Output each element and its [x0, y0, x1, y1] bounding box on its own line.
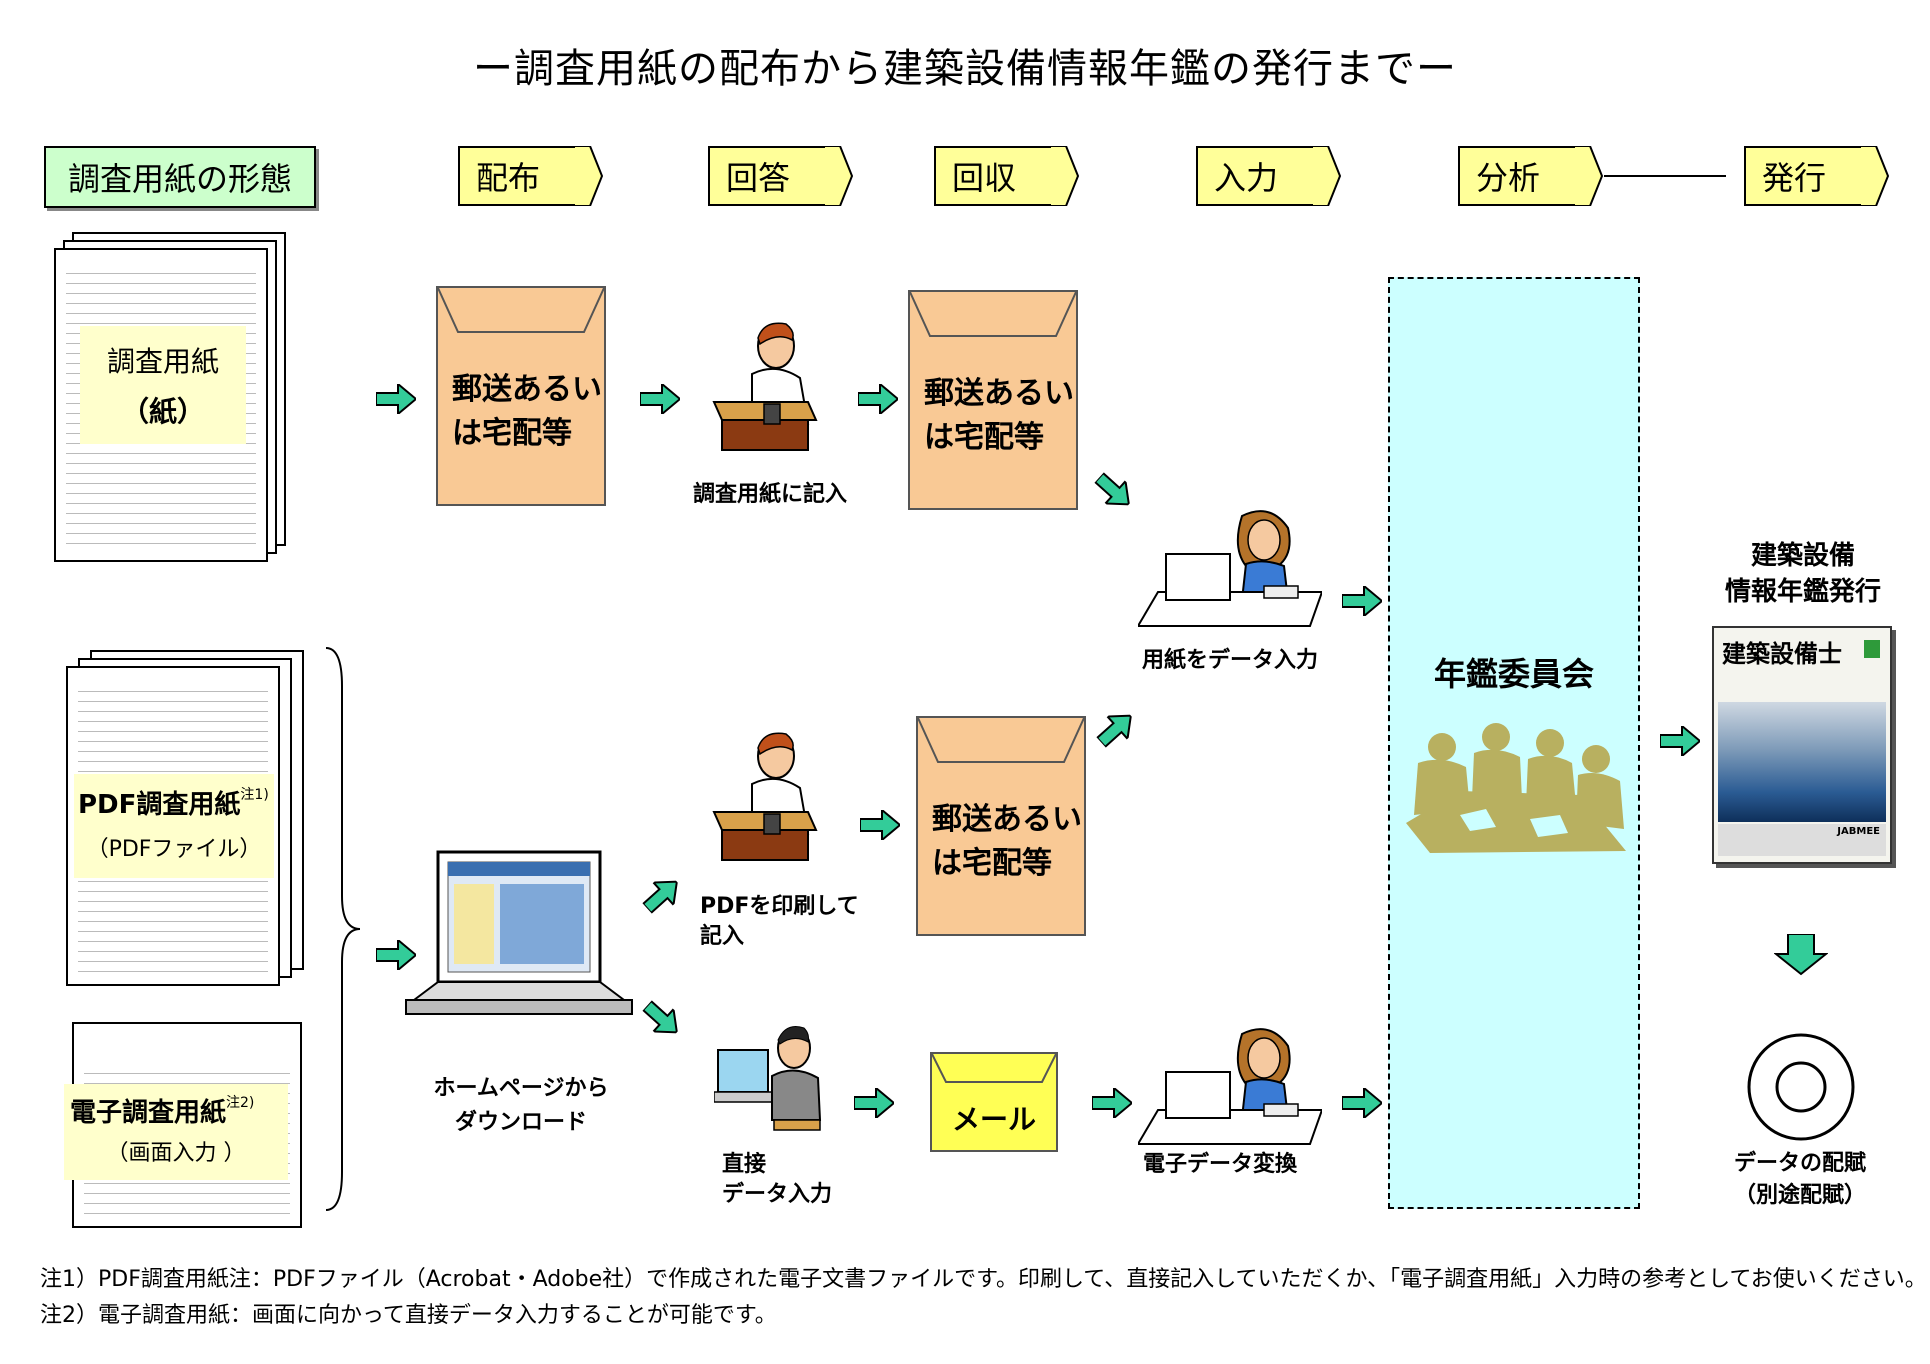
stage-label: 分析: [1458, 146, 1576, 206]
yearbook-cover: 建築設備士 JABMEE: [1712, 626, 1892, 864]
stage-chevron-icon: [1574, 146, 1604, 206]
down-arrow-icon: [1774, 934, 1828, 976]
envelope-line2: は宅配等: [452, 416, 572, 451]
flow-arrow-icon: [1091, 704, 1141, 754]
stage-publish: 発行: [1744, 146, 1890, 206]
stage-label: 回答: [708, 146, 826, 206]
pdf-form-label: PDF調査用紙注1) （PDFファイル）: [74, 774, 274, 878]
caption-publish: 建築設備 情報年鑑発行: [1694, 538, 1912, 610]
flow-arrow-icon: [858, 384, 898, 414]
electronic-form-type: （画面入力 ）: [106, 1141, 246, 1166]
yearbook-mark: [1864, 640, 1880, 658]
envelope-line2: は宅配等: [924, 420, 1044, 455]
caption-direct: 直接 データ入力: [722, 1150, 882, 1210]
yearbook-title: 建築設備士: [1722, 640, 1842, 668]
caption-fill-form: 調査用紙に記入: [692, 482, 847, 507]
paper-form-name: 調査用紙: [106, 345, 219, 378]
caption-publish-line1: 建築設備: [1750, 541, 1855, 571]
footnote-1: 注1）PDF調査用紙注：PDFファイル（Acrobat・Adobe社）で作成され…: [40, 1267, 1927, 1292]
paper-form-type: （紙）: [120, 395, 205, 428]
caption-data-entry: 用紙をデータ入力: [1141, 648, 1318, 673]
flow-arrow-icon: [860, 810, 900, 840]
stage-label: 発行: [1744, 146, 1862, 206]
stage-analyze: 分析: [1458, 146, 1604, 206]
flow-arrow-icon: [640, 384, 680, 414]
stage-chevron-icon: [574, 146, 604, 206]
envelope-collect-top: 郵送あるい は宅配等: [908, 290, 1078, 510]
stage-input: 入力: [1196, 146, 1342, 206]
stage-answer: 回答: [708, 146, 854, 206]
paper-form: 調査用紙 （紙）: [54, 232, 286, 562]
person-writing-icon: [712, 732, 818, 861]
stage-chevron-icon: [1312, 146, 1342, 206]
flow-arrow-icon: [1660, 726, 1700, 756]
caption-convert: 電子データ変換: [1142, 1152, 1297, 1177]
caption-download-line1: ホームページから: [433, 1076, 609, 1101]
envelope-line2: は宅配等: [932, 846, 1052, 881]
caption-download: ホームページから ダウンロード: [406, 1072, 636, 1140]
committee-label: 年鑑委員会: [1433, 655, 1594, 693]
electronic-form: 電子調査用紙注2) （画面入力 ）: [64, 1022, 302, 1228]
envelope-line1: 郵送あるい: [924, 376, 1074, 411]
form-type-label: 調査用紙の形態: [44, 146, 316, 208]
man-computer-icon: [714, 1026, 822, 1131]
mail-label: メール: [951, 1103, 1036, 1136]
flow-arrow-icon: [1342, 1088, 1382, 1118]
caption-download-line2: ダウンロード: [454, 1110, 587, 1135]
operator-laptop-icon: [1138, 510, 1322, 627]
caption-pdf-print-line2: 記入: [700, 924, 745, 949]
person-writing-icon: [712, 322, 818, 451]
stage-label: 回収: [934, 146, 1052, 206]
caption-data-distribution-line2: （別途配賦）: [1733, 1183, 1866, 1208]
caption-publish-line2: 情報年鑑発行: [1724, 577, 1881, 607]
envelope-mail: メール: [930, 1052, 1058, 1152]
cd-disc-icon: [1747, 1033, 1855, 1141]
brace-icon: [325, 647, 361, 1211]
flow-arrow-icon: [637, 870, 687, 920]
footnotes: 注1）PDF調査用紙注：PDFファイル（Acrobat・Adobe社）で作成され…: [40, 1262, 1927, 1334]
yearbook-footer: JABMEE: [1718, 824, 1886, 856]
committee-box: 年鑑委員会: [1388, 277, 1640, 1209]
flow-arrow-icon: [376, 384, 416, 414]
stage-distribute: 配布: [458, 146, 604, 206]
caption-pdf-print: PDFを印刷して 記入: [700, 892, 880, 952]
caption-data-distribution-line1: データの配賦: [1733, 1151, 1866, 1176]
flow-arrow-icon: [1089, 466, 1139, 516]
pdf-form-type: （PDFファイル）: [86, 837, 262, 862]
caption-direct-line2: データ入力: [722, 1182, 833, 1207]
stage-chevron-icon: [1050, 146, 1080, 206]
pdf-form-note: 注1): [240, 787, 269, 803]
flow-arrow-icon: [1342, 586, 1382, 616]
stage-label: 入力: [1196, 146, 1314, 206]
electronic-form-label: 電子調査用紙注2) （画面入力 ）: [64, 1084, 288, 1180]
stage-label: 配布: [458, 146, 576, 206]
operator-laptop-icon: [1138, 1028, 1322, 1145]
caption-pdf-print-line1: PDFを印刷して: [700, 894, 859, 919]
electronic-form-note: 注2): [226, 1095, 255, 1111]
flow-arrow-icon: [854, 1088, 894, 1118]
envelope-distribute: 郵送あるい は宅配等: [436, 286, 606, 506]
earth-image: [1718, 702, 1886, 822]
laptop-icon: [405, 850, 633, 1015]
meeting-people-icon: [1406, 723, 1626, 853]
stage-chevron-icon: [1860, 146, 1890, 206]
envelope-line1: 郵送あるい: [932, 802, 1082, 837]
envelope-collect-mid: 郵送あるい は宅配等: [916, 716, 1086, 936]
flow-arrow-icon: [1092, 1088, 1132, 1118]
flow-arrow-icon: [637, 994, 687, 1044]
page-title: ー調査用紙の配布から建築設備情報年鑑の発行までー: [473, 46, 1457, 92]
stage-chevron-icon: [824, 146, 854, 206]
paper-form-label: 調査用紙 （紙）: [80, 326, 246, 444]
caption-direct-line1: 直接: [722, 1152, 767, 1177]
electronic-form-name: 電子調査用紙: [70, 1098, 227, 1128]
flow-arrow-icon: [376, 940, 416, 970]
pdf-form-name: PDF調査用紙: [78, 790, 241, 820]
footnote-2: 注2）電子調査用紙：画面に向かって直接データ入力することが可能です。: [40, 1303, 777, 1328]
stage-collect: 回収: [934, 146, 1080, 206]
yearbook-brand: JABMEE: [1837, 826, 1880, 837]
connector-line: [1604, 175, 1726, 177]
pdf-form: PDF調査用紙注1) （PDFファイル）: [66, 650, 304, 986]
envelope-line1: 郵送あるい: [452, 372, 602, 407]
caption-data-distribution: データの配賦 （別途配賦）: [1700, 1148, 1900, 1212]
